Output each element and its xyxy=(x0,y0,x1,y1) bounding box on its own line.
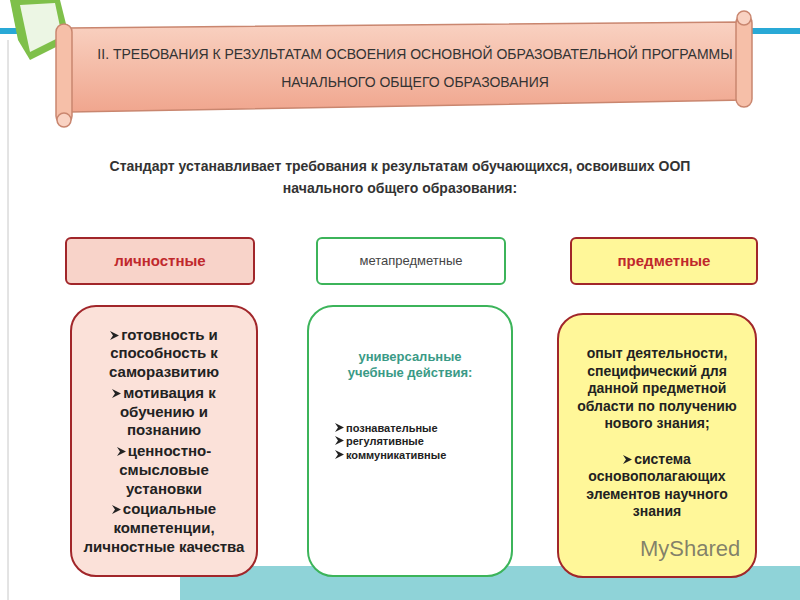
bullet-shape xyxy=(112,505,121,514)
bullet-arrow xyxy=(117,442,126,451)
node-text: метапредметные xyxy=(359,253,462,269)
node-text: мотивация к обучению и познанию xyxy=(82,384,246,440)
bullet-shape xyxy=(335,436,344,445)
node-text: готовность и способность к саморазвитию xyxy=(82,326,246,382)
bullet-shape xyxy=(335,423,344,432)
node-text: универсальные учебные действия: xyxy=(330,349,490,382)
bullet-shape xyxy=(117,447,126,456)
subtitle: Стандарт устанавливает требования к резу… xyxy=(100,155,700,199)
node-text: предметные xyxy=(618,252,711,271)
node-text: система основополагающих элементов научн… xyxy=(577,451,737,521)
bullet-arrow xyxy=(110,326,119,335)
bullet-shape xyxy=(110,331,119,340)
bullet-arrow xyxy=(335,449,344,458)
content-box: готовность и способность к саморазвитиюм… xyxy=(70,305,258,577)
bullet-arrow xyxy=(623,451,632,460)
slide-title: II. ТРЕБОВАНИЯ К РЕЗУЛЬТАТАМ ОСВОЕНИЯ ОС… xyxy=(95,40,735,96)
category-header: личностные xyxy=(65,237,255,285)
bullet-shape xyxy=(335,450,344,459)
bullet-arrow xyxy=(335,422,344,431)
node-text: личностные xyxy=(114,252,205,271)
node-text: познавательные xyxy=(335,422,438,436)
node-text: коммуникативные xyxy=(335,449,446,463)
bullet-arrow xyxy=(112,384,121,393)
content-box: универсальные учебные действия: познавате… xyxy=(307,305,513,577)
category-header: предметные xyxy=(570,237,758,285)
watermark: MyShared xyxy=(640,536,740,562)
node-text: социальные компетенции, личностные качес… xyxy=(82,500,246,556)
bullet-shape xyxy=(112,389,121,398)
scroll-banner xyxy=(56,11,752,127)
category-header: метапредметные xyxy=(316,237,506,285)
bullet-shape xyxy=(623,455,632,464)
side-line xyxy=(8,40,9,600)
node-text: ценностно-смысловые установки xyxy=(82,442,246,498)
node-text: регулятивные xyxy=(335,435,424,449)
node-text: опыт деятельности, специфический для дан… xyxy=(577,345,737,433)
bullet-arrow xyxy=(112,500,121,509)
bullet-arrow xyxy=(335,435,344,444)
